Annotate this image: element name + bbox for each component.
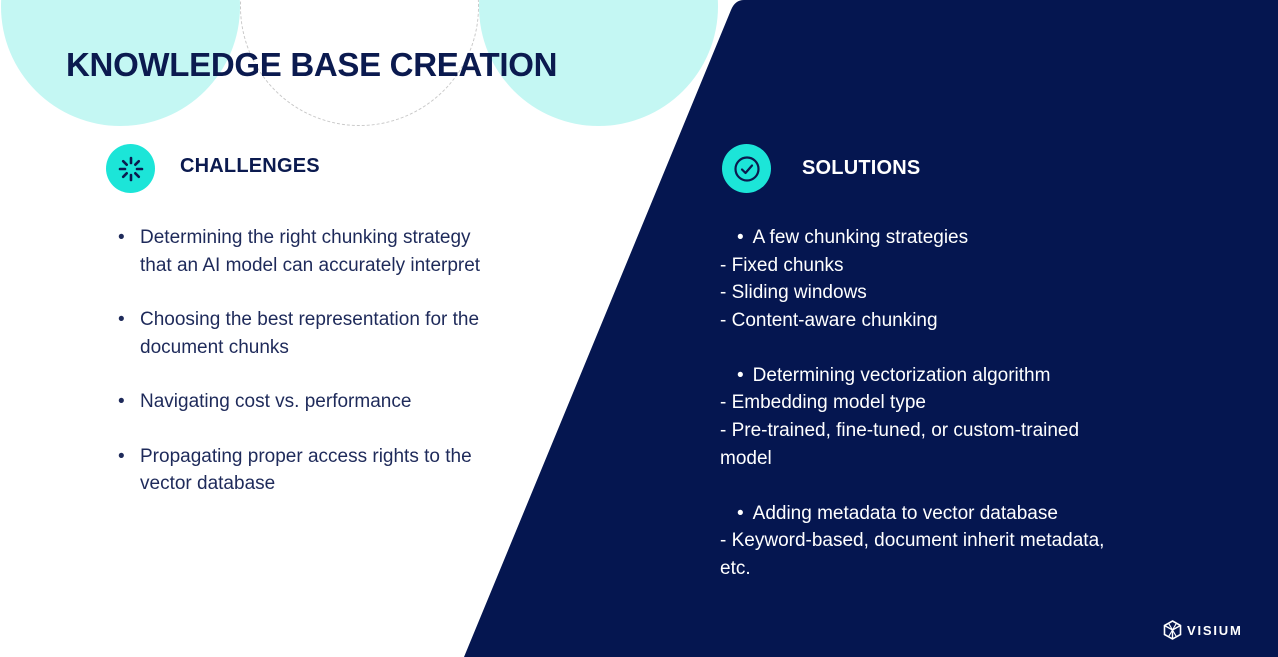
challenge-item: Choosing the best representation for the… <box>118 306 490 361</box>
solution-line: - Sliding windows <box>720 282 867 304</box>
challenges-heading: CHALLENGES <box>180 155 320 177</box>
solution-line: - Keyword-based, document inherit metada… <box>720 530 1110 579</box>
solutions-badge <box>722 144 771 193</box>
solution-group: Adding metadata to vector database - Key… <box>720 500 1110 583</box>
challenge-item: Determining the right chunking strategy … <box>118 224 490 279</box>
solution-line: - Embedding model type <box>720 392 926 414</box>
challenge-item: Navigating cost vs. performance <box>118 388 490 416</box>
logo-text: VISIUM <box>1187 622 1243 638</box>
solution-group: A few chunking strategies - Fixed chunks… <box>720 224 1110 334</box>
visium-logo-icon <box>1163 620 1182 640</box>
visium-logo: VISIUM <box>1163 620 1243 640</box>
solutions-list: A few chunking strategies - Fixed chunks… <box>720 224 1110 610</box>
solution-group: Determining vectorization algorithm - Em… <box>720 362 1110 472</box>
loading-spinner-icon <box>118 156 143 181</box>
challenges-list: Determining the right chunking strategy … <box>118 224 490 525</box>
solution-line: - Content-aware chunking <box>720 309 938 331</box>
challenges-badge <box>106 144 155 193</box>
check-circle-icon <box>733 155 760 182</box>
solution-bullet: Adding metadata to vector database <box>720 500 1110 528</box>
challenge-item: Propagating proper access rights to the … <box>118 443 490 498</box>
solution-line: - Pre-trained, fine-tuned, or custom-tra… <box>720 420 1085 469</box>
page-title: KNOWLEDGE BASE CREATION <box>66 46 558 83</box>
solution-bullet: A few chunking strategies <box>720 224 1110 252</box>
solutions-heading: SOLUTIONS <box>802 157 921 179</box>
solution-line: - Fixed chunks <box>720 254 844 276</box>
solution-bullet: Determining vectorization algorithm <box>720 362 1110 390</box>
